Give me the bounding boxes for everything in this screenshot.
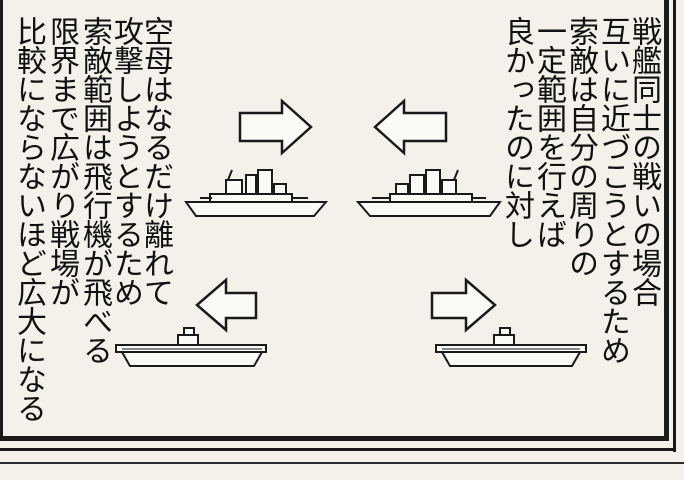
battleship-icon: [184, 169, 329, 217]
battleship-icon: [355, 169, 502, 217]
next-panel-border: [0, 462, 684, 464]
left-text-column-1: 空母はなるだけ離れて: [138, 16, 173, 306]
arrow-right-icon: [238, 98, 313, 156]
right-text-column-4: 一定範囲を行えば: [531, 16, 566, 248]
left-text-column-2: 攻撃しようとするため: [108, 16, 143, 306]
left-text-column-4: 限界まで広がり戦場が: [44, 16, 79, 306]
right-text-column-2: 互いに近づこうとするため: [595, 16, 630, 364]
right-text-column-3: 索敵は自分の周りの: [563, 16, 598, 277]
panel-border-right-outer: [673, 0, 676, 452]
arrow-left-icon: [373, 98, 448, 156]
aircraft-carrier-icon: [435, 327, 587, 367]
arrow-left-icon: [195, 277, 258, 333]
panel-border-right: [664, 0, 669, 440]
panel-border-left: [0, 0, 3, 440]
arrow-right-icon: [430, 277, 497, 333]
panel-border-bottom-outer: [0, 448, 676, 451]
right-text-column-1: 戦艦同士の戦いの場合: [626, 16, 661, 306]
left-text-column-5: 比較にならないほど広大になる: [11, 16, 46, 422]
left-text-column-3: 索敵範囲は飛行機が飛べる: [77, 16, 112, 364]
right-text-column-5: 良かったのに対し: [499, 16, 534, 248]
panel-border-bottom: [0, 436, 669, 441]
aircraft-carrier-icon: [115, 327, 267, 367]
